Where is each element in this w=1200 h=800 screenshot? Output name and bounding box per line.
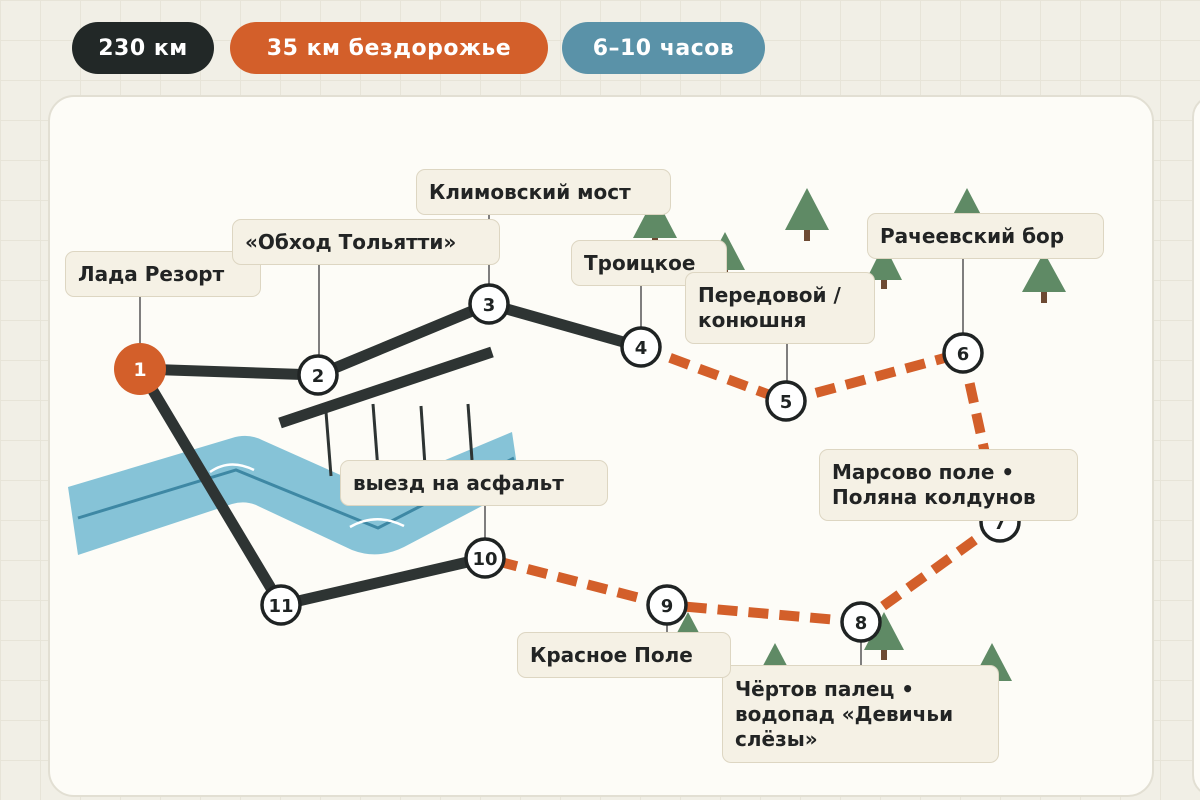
route-point-number: 5 xyxy=(780,392,793,413)
segment-4-5-offroad xyxy=(639,342,788,406)
tree-icon xyxy=(866,244,902,289)
route-point-number: 8 xyxy=(855,613,868,634)
label-klimovsky-most: Климовский мост xyxy=(416,169,671,215)
route-segments xyxy=(135,298,1005,627)
route-point-number: 11 xyxy=(268,596,293,617)
route-point-8: 8 xyxy=(840,601,882,643)
label-vyezd-na-asfalt: выезд на асфальт xyxy=(340,460,608,506)
tree-icon xyxy=(785,188,829,241)
label-lada-resort: Лада Резорт xyxy=(65,251,261,297)
route-point-11: 11 xyxy=(260,584,302,626)
route-point-number: 9 xyxy=(661,596,674,617)
label-marsovo-pole: Марсово поле • Поляна колдунов xyxy=(819,449,1078,521)
route-point-number: 3 xyxy=(483,295,496,316)
route-point-10: 10 xyxy=(464,537,506,579)
label-racheevsky-bor: Рачеевский бор xyxy=(867,213,1104,259)
distance-badge: 230 км xyxy=(72,22,214,74)
segment-1-2-asphalt xyxy=(139,363,319,381)
segment-7-8-offroad xyxy=(858,517,1003,627)
tree-icon xyxy=(1022,252,1066,303)
duration-badge: 6–10 часов xyxy=(562,22,765,74)
segment-8-9-offroad xyxy=(666,600,862,627)
route-point-number: 1 xyxy=(133,359,146,381)
tree-icon xyxy=(864,612,904,660)
segment-3-4-asphalt xyxy=(487,298,643,353)
offroad-badge: 35 км бездорожье xyxy=(230,22,548,74)
label-chertov-palets: Чёртов палец • водопад «Девичьи слёзы» xyxy=(722,665,999,763)
label-peredovoy: Передовой / конюшня xyxy=(685,272,875,344)
route-point-3: 3 xyxy=(468,283,510,325)
segment-2-3-asphalt xyxy=(315,298,492,381)
bridge xyxy=(278,346,494,477)
segment-10-11-asphalt xyxy=(279,552,487,611)
route-point-number: 10 xyxy=(472,549,497,570)
segment-5-6-offroad xyxy=(784,348,965,406)
segment-11-1-asphalt xyxy=(135,366,286,608)
route-point-number: 2 xyxy=(312,366,325,387)
route-point-number: 4 xyxy=(635,338,648,359)
route-point-5: 5 xyxy=(765,380,807,422)
route-point-9: 9 xyxy=(646,584,688,626)
route-point-1: 1 xyxy=(114,343,166,395)
route-point-6: 6 xyxy=(942,332,984,374)
route-point-number: 6 xyxy=(957,344,970,365)
label-krasnoe-pole: Красное Поле xyxy=(517,632,731,678)
route-point-4: 4 xyxy=(620,326,662,368)
segment-9-10-offroad xyxy=(483,553,669,610)
route-point-2: 2 xyxy=(297,354,339,396)
label-obkhod-tolyatti: «Обход Тольятти» xyxy=(232,219,500,265)
